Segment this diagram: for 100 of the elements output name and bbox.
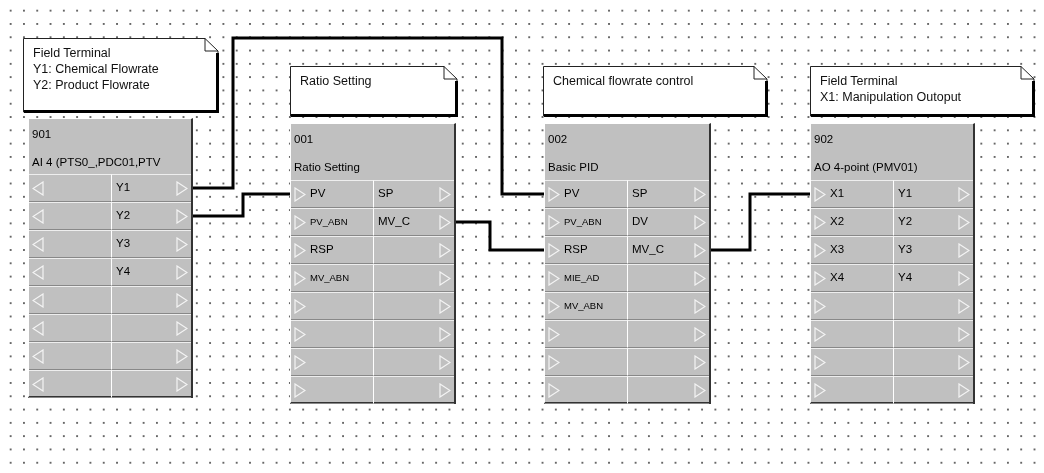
port-cell (291, 348, 374, 376)
port-cell (112, 314, 191, 342)
port-cell (29, 314, 112, 342)
port-cell (374, 180, 454, 208)
block-name: AI 4 (PTS0_,PDC01,PTV (32, 156, 161, 168)
port-label: PV (310, 187, 326, 199)
port-cell (894, 180, 973, 208)
port-label: PV_ABN (310, 216, 348, 227)
port-cell (894, 208, 973, 236)
port-cell (811, 208, 894, 236)
note-text: X1: Manipulation Outoput (820, 89, 963, 105)
port-cell (545, 236, 628, 264)
note-text: Field Terminal (820, 73, 899, 89)
port-cell (628, 348, 709, 376)
comment-note (23, 38, 219, 113)
port-cell (811, 292, 894, 320)
port-cell (628, 180, 709, 208)
function-block (290, 123, 456, 404)
port-label: Y2 (898, 215, 913, 227)
port-cell (811, 348, 894, 376)
note-text: Ratio Setting (300, 73, 373, 89)
port-cell (374, 264, 454, 292)
port-cell (112, 286, 191, 314)
port-cell (291, 264, 374, 292)
port-cell (291, 236, 374, 264)
port-label: X4 (830, 271, 845, 283)
port-cell (29, 342, 112, 370)
port-cell (374, 320, 454, 348)
port-label: Y4 (898, 271, 913, 283)
port-cell (29, 202, 112, 230)
port-cell (29, 174, 112, 202)
port-cell (894, 292, 973, 320)
port-cell (29, 286, 112, 314)
block-name: Basic PID (548, 161, 599, 173)
block-number: 901 (32, 128, 52, 140)
port-cell (811, 320, 894, 348)
port-label: Y3 (898, 243, 913, 255)
port-cell (112, 258, 191, 286)
port-cell (374, 236, 454, 264)
port-cell (545, 180, 628, 208)
note-text: Chemical flowrate control (553, 73, 695, 89)
port-cell (291, 208, 374, 236)
port-label: SP (632, 187, 648, 199)
port-label: X2 (830, 215, 845, 227)
function-block (544, 123, 711, 404)
port-label: Y4 (116, 265, 131, 277)
note-text: Y2: Product Flowrate (33, 77, 151, 93)
port-label: RSP (310, 243, 334, 255)
port-cell (29, 258, 112, 286)
note-text: Field Terminal (33, 45, 112, 61)
port-cell (894, 236, 973, 264)
block-number: 902 (814, 133, 834, 145)
port-label: X3 (830, 243, 845, 255)
port-label: MV_C (632, 243, 664, 255)
port-cell (291, 376, 374, 404)
port-cell (112, 230, 191, 258)
port-cell (811, 236, 894, 264)
port-cell (29, 370, 112, 398)
block-name: Ratio Setting (294, 161, 360, 173)
port-label: PV_ABN (564, 216, 602, 227)
block-name: AO 4-point (PMV01) (814, 161, 918, 173)
comment-note (810, 66, 1035, 117)
port-cell (291, 180, 374, 208)
port-cell (29, 230, 112, 258)
port-cell (811, 264, 894, 292)
port-label: MV_ABN (564, 300, 604, 311)
port-label: Y1 (898, 187, 913, 199)
port-cell (112, 202, 191, 230)
port-cell (545, 292, 628, 320)
port-cell (545, 208, 628, 236)
port-label: X1 (830, 187, 845, 199)
function-block (810, 123, 975, 404)
port-cell (291, 292, 374, 320)
block-number: 002 (548, 133, 568, 145)
port-cell (894, 376, 973, 404)
port-cell (811, 376, 894, 404)
port-cell (374, 376, 454, 404)
port-cell (374, 208, 454, 236)
port-cell (628, 320, 709, 348)
port-cell (291, 320, 374, 348)
port-label: MIE_AD (564, 272, 600, 283)
block-number: 001 (294, 133, 314, 145)
port-cell (628, 236, 709, 264)
port-cell (374, 348, 454, 376)
port-cell (545, 376, 628, 404)
port-label: SP (378, 187, 394, 199)
port-label: DV (632, 215, 648, 227)
port-cell (894, 264, 973, 292)
port-cell (628, 292, 709, 320)
comment-note (543, 66, 768, 117)
function-block (28, 118, 193, 398)
note-text: Y1: Chemical Flowrate (33, 61, 160, 77)
port-cell (545, 320, 628, 348)
port-cell (112, 370, 191, 398)
port-label: Y1 (116, 181, 131, 193)
port-cell (374, 292, 454, 320)
port-cell (628, 376, 709, 404)
port-cell (545, 348, 628, 376)
port-cell (811, 180, 894, 208)
port-label: MV_C (378, 215, 410, 227)
